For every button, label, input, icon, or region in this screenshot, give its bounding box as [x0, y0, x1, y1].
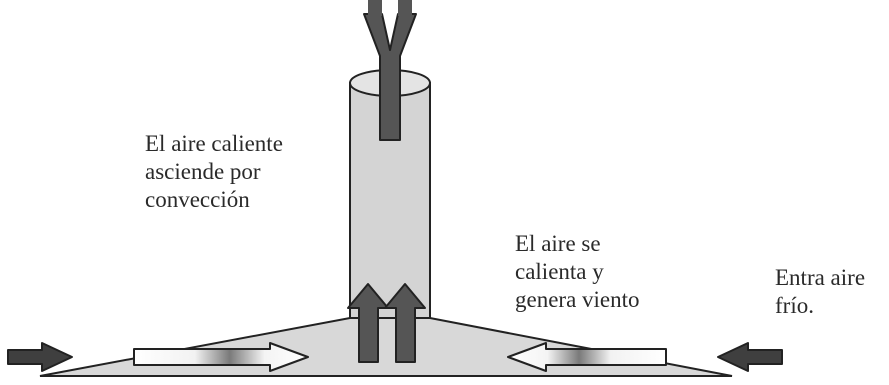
heating-label: El aire se calienta y genera viento: [515, 230, 640, 314]
updraft-arrow-right: [384, 283, 426, 363]
updraft-arrow-left: [347, 283, 389, 363]
cold-air-label-line-1: Entra aire: [775, 265, 866, 290]
heating-label-line-1: El aire se: [515, 231, 601, 256]
heating-label-line-2: calienta y: [515, 259, 604, 284]
cold-air-inflow-arrow-right: [717, 342, 783, 372]
cold-air-label: Entra aire frío.: [775, 264, 865, 320]
hot-air-exit-arrow: [363, 0, 417, 141]
warm-air-flow-arrow-left: [133, 342, 309, 372]
convection-label: El aire caliente asciende por convección: [145, 130, 283, 214]
cold-air-label-line-2: frío.: [775, 293, 814, 318]
warm-air-flow-arrow-right: [507, 342, 667, 372]
heating-label-line-3: genera viento: [515, 287, 640, 312]
collector-surface: [39, 317, 733, 377]
convection-label-line-2: asciende por: [145, 159, 261, 184]
convection-label-line-3: convección: [145, 187, 250, 212]
cold-air-inflow-arrow-left: [7, 342, 73, 372]
convection-label-line-1: El aire caliente: [145, 131, 283, 156]
